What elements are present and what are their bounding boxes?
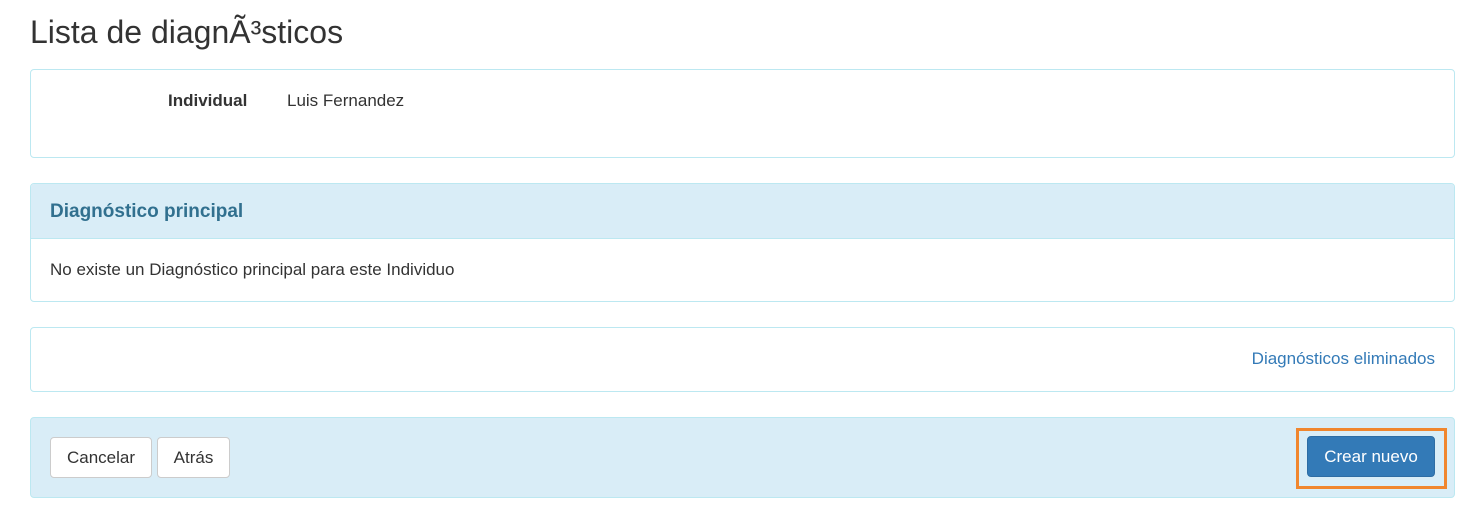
individual-name: Luis Fernandez	[287, 91, 405, 110]
main-diagnosis-heading: Diagnóstico principal	[31, 184, 1454, 239]
highlight-frame	[1296, 428, 1447, 489]
deleted-diagnoses-panel: Diagnósticos eliminados	[30, 327, 1455, 392]
back-button[interactable]: Atrás	[157, 437, 230, 478]
cancel-button[interactable]: Cancelar	[50, 437, 152, 478]
page-title: Lista de diagnÃ³sticos	[30, 14, 344, 50]
main-diagnosis-panel: Diagnóstico principal No existe un Diagn…	[30, 183, 1455, 302]
no-main-diagnosis-message: No existe un Diagnóstico principal para …	[50, 260, 455, 279]
individual-label: Individual	[168, 91, 248, 110]
actions-footer: Cancelar Atrás Crear nuevo	[30, 417, 1455, 498]
create-new-button[interactable]: Crear nuevo	[1307, 436, 1435, 477]
individual-panel: Individual Luis Fernandez	[30, 69, 1455, 158]
deleted-diagnoses-link[interactable]: Diagnósticos eliminados	[1251, 349, 1435, 368]
main-diagnosis-title: Diagnóstico principal	[50, 201, 244, 222]
